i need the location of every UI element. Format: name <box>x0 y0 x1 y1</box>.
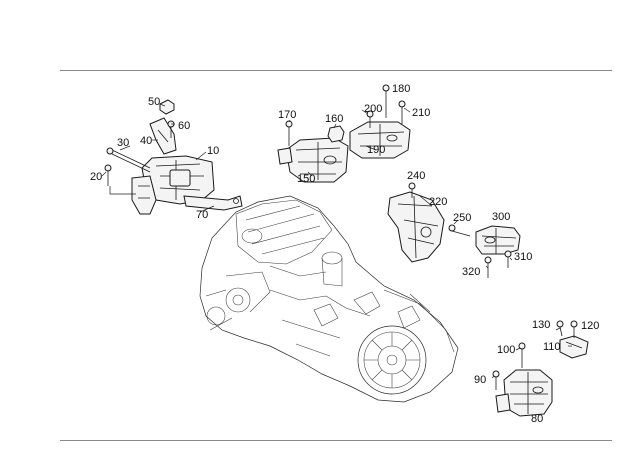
bolt-210 <box>398 100 406 124</box>
callout-50: 50 <box>148 96 160 108</box>
bolt-20 <box>104 164 112 186</box>
bolt-190 <box>382 84 390 118</box>
callout-40: 40 <box>140 135 152 147</box>
bolt-170 <box>285 120 293 146</box>
callout-20: 20 <box>90 171 102 183</box>
bracket-70 <box>183 195 243 211</box>
bottom-divider <box>60 440 612 441</box>
bolt-250 <box>448 224 471 237</box>
callout-320: 320 <box>462 266 480 278</box>
callout-labels: 50 60 40 30 10 20 70 170 160 150 200 180… <box>90 83 599 425</box>
callout-310: 310 <box>514 251 532 263</box>
callout-130: 130 <box>532 319 550 331</box>
bolt-320 <box>484 256 492 278</box>
callout-70: 70 <box>196 209 208 221</box>
callout-10: 10 <box>207 145 219 157</box>
callout-90: 90 <box>474 374 486 386</box>
callout-150: 150 <box>297 173 315 185</box>
callout-180: 190 <box>367 144 385 156</box>
engine-assembly <box>199 195 459 403</box>
bolt-240 <box>408 182 416 198</box>
bolt-200 <box>366 110 374 128</box>
bolt-90 <box>492 370 500 390</box>
washer-130 <box>556 320 564 337</box>
callout-250: 250 <box>453 212 471 224</box>
bolt-310 <box>504 250 512 268</box>
callout-210: 210 <box>412 107 430 119</box>
top-divider <box>60 70 612 71</box>
callout-300: 300 <box>492 211 510 223</box>
bracket-110 <box>559 335 589 359</box>
mount-bracket-150 <box>277 137 349 183</box>
leader-lines <box>101 103 572 379</box>
callout-200: 200 <box>364 103 382 115</box>
engine-mount-front-left <box>131 155 215 215</box>
callout-110: 110 <box>543 341 561 353</box>
callout-160: 160 <box>325 113 343 125</box>
bolt-100 <box>518 342 526 368</box>
bolt-30 <box>106 147 151 173</box>
callout-120: 120 <box>581 320 599 332</box>
callout-240: 240 <box>407 170 425 182</box>
mount-bracket-180 <box>349 121 411 159</box>
callout-190: 180 <box>392 83 410 95</box>
callout-100: 100 <box>497 344 515 356</box>
mount-300 <box>475 225 521 255</box>
bolt-120 <box>570 320 578 338</box>
callout-30: 30 <box>117 137 129 149</box>
callout-170: 170 <box>278 109 296 121</box>
callout-60: 60 <box>178 120 190 132</box>
nut-50 <box>159 99 175 115</box>
nut-160 <box>327 125 345 143</box>
mount-arm-220 <box>387 191 445 263</box>
callout-220: 220 <box>429 196 447 208</box>
mount-80 <box>495 369 553 417</box>
callout-80: 80 <box>531 413 543 425</box>
